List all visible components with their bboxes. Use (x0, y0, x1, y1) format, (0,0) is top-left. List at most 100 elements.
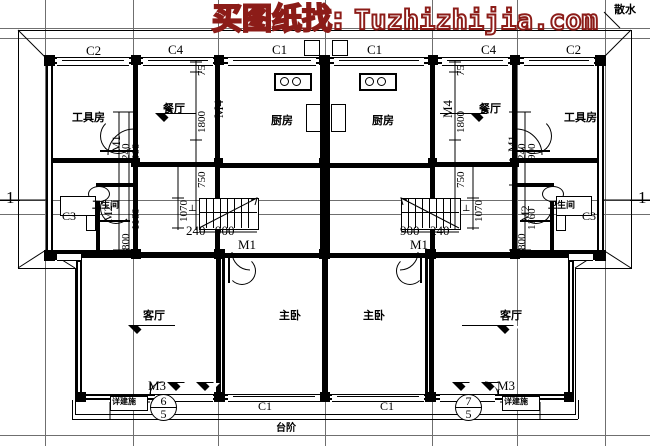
door-swing-m2-right (520, 192, 552, 224)
partition-lower-center (322, 257, 328, 397)
wall-cavity-lower-right (570, 262, 572, 394)
partition-center-left (325, 57, 330, 257)
level-marker-entry-right (452, 382, 476, 391)
window-c3-right (569, 253, 593, 261)
dim-text-right-75: 75 (455, 65, 467, 76)
grid-line-1 (0, 28, 650, 29)
door-leaf-m2-left (100, 220, 130, 222)
level-marker-entry-left-2 (196, 382, 220, 391)
door-tag-m3-right: M3 (497, 378, 516, 393)
room-label-bedroom-right: 主卧 (363, 309, 385, 322)
door-tag-m4-left: M4 (211, 99, 226, 118)
burner-left-1 (280, 77, 289, 86)
dim-text-right-1070: 1070 (473, 200, 485, 222)
column-b1 (131, 55, 141, 65)
column-d4 (320, 392, 330, 402)
column-c3 (214, 249, 225, 259)
level-marker-entry-left (167, 382, 191, 391)
window-tag-c1-kitchen-left: C1 (272, 42, 288, 57)
column-c1 (214, 55, 224, 65)
window-c1-bottom-right (332, 394, 424, 402)
window-tag-c4-left: C4 (168, 42, 184, 57)
column-g3 (595, 250, 606, 261)
window-tag-c2-right: C2 (566, 42, 582, 57)
detail-callout-right-bottom: 5 (465, 407, 472, 421)
door-tag-m1-stair-left: M1 (238, 237, 257, 252)
window-tag-c3-right: C3 (582, 209, 597, 223)
stair-left-rail (199, 212, 257, 213)
section-marker-left: 1 (6, 188, 15, 207)
level-marker-dining-right (470, 113, 494, 122)
partition-right-2 (512, 158, 597, 163)
section-marker-right: 1 (638, 188, 647, 207)
detail-tag-box-right (502, 396, 540, 411)
door-tag-m1-stair-right: M1 (410, 237, 429, 252)
column-e1 (428, 55, 438, 65)
column-b2 (131, 158, 140, 167)
column-f3 (510, 249, 520, 259)
level-marker-dining-left (155, 113, 179, 122)
partition-center-right (320, 57, 325, 257)
dim-text-left-1160: 1160 (130, 208, 142, 230)
wall-cavity-left (48, 62, 51, 254)
shower-right (556, 196, 592, 216)
door-leaf-m1-stair-right (420, 257, 422, 283)
door-leaf-m2-right (520, 220, 550, 222)
wall-cavity-right (599, 62, 602, 254)
stair-right-tread-7 (450, 198, 451, 228)
partition-right-6 (430, 162, 512, 167)
window-tag-c1-bottom-left: C1 (258, 399, 273, 413)
partition-kitchen-left-bottom (220, 163, 325, 168)
column-e4 (425, 392, 436, 402)
column-c4 (214, 392, 225, 402)
window-c4-left-mullion (148, 60, 208, 61)
window-tag-c1-bottom-right: C1 (380, 399, 395, 413)
door-swing-m2-left (100, 192, 132, 224)
wall-lower-top-cr (328, 253, 425, 258)
window-c1-bottom-left (228, 394, 320, 402)
room-label-kitchen-right: 厨房 (372, 114, 394, 127)
burner-left-2 (292, 77, 301, 86)
detail-callout-right[interactable]: 7 5 (455, 394, 482, 421)
room-label-dining-right: 餐厅 (479, 102, 501, 115)
apron-bottom-r-ret (578, 400, 579, 419)
column-d2 (319, 158, 329, 167)
detail-tag-box-left (110, 396, 148, 411)
room-label-bath-left: 卫生间 (92, 201, 120, 211)
grid-line-f (517, 0, 518, 446)
apron-right (631, 30, 632, 268)
stair-right-rail (401, 212, 459, 213)
window-c2-right (524, 57, 594, 66)
level-marker-living-left (128, 325, 152, 334)
room-label-living-left: 客厅 (143, 309, 165, 322)
detail-callout-right-divider (456, 407, 481, 408)
door-tag-m2-left: M2 (101, 205, 115, 222)
vent-right (332, 40, 348, 56)
dim-text-right-900-stair: 900 (400, 223, 420, 238)
level-leader-living-right (462, 325, 500, 326)
apron-top (18, 30, 632, 31)
dim-text-left-1800: 1800 (196, 111, 208, 133)
watermark-latin: Tuzhizhijia.com (353, 4, 599, 37)
dim-text-left-750: 750 (196, 171, 208, 189)
apron-left (18, 30, 19, 268)
stair-left-tread-7 (248, 198, 249, 228)
stair-left-tread-6 (241, 198, 242, 228)
dim-text-left-1070: 1070 (178, 200, 190, 222)
apron-dashline-r (630, 200, 650, 201)
level-marker-living-right (496, 325, 520, 334)
stair-up-label-left: ⊥ (188, 203, 197, 213)
room-label-living-right: 客厅 (500, 309, 522, 322)
partition-left-1 (133, 57, 138, 162)
level-leader-dining-right (440, 113, 472, 114)
partition-left-5 (215, 57, 220, 167)
partition-bath-right-v (550, 183, 554, 253)
detail-callout-right-top: 7 (465, 394, 472, 408)
detail-callout-left[interactable]: 6 5 (150, 394, 177, 421)
detail-callout-left-bottom: 5 (160, 407, 167, 421)
door-tag-m4-right: M4 (440, 99, 455, 118)
grid-line-2 (0, 38, 650, 39)
column-g4 (564, 392, 574, 402)
window-c1-kitchen-left (228, 57, 316, 66)
dim-text-right-240: 240 (516, 143, 528, 161)
